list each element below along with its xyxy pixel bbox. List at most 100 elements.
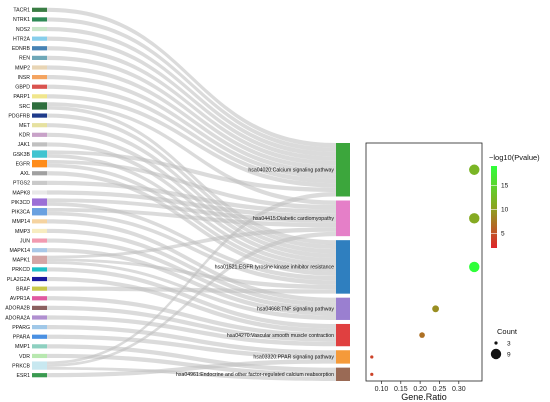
gene-node-insr xyxy=(32,75,47,80)
sankey-link-6 xyxy=(47,65,336,175)
gene-node-kdr xyxy=(32,132,47,137)
x-tick-label-4: 0.30 xyxy=(452,386,466,393)
sankey-link-32 xyxy=(47,286,336,294)
pathway-label-2: hsa01521:EGFR tyrosine kinase inhibitor … xyxy=(215,265,334,271)
size-legend-label-0: 3 xyxy=(507,340,511,347)
gene-label-braf: BRAF xyxy=(16,286,30,292)
size-legend-label-1: 9 xyxy=(507,351,511,358)
sankey-link-43 xyxy=(47,359,336,378)
pathway-label-6: hsa04961:Endocrine and other factor-regu… xyxy=(176,372,334,378)
gene-node-parp1 xyxy=(32,94,47,99)
gene-label-ren: REN xyxy=(19,56,30,62)
gene-node-met xyxy=(32,123,47,128)
pathway-node-1 xyxy=(336,200,350,237)
gene-label-pik3cd: PIK3CD xyxy=(11,200,30,206)
gene-node-ren xyxy=(32,55,47,60)
sankey-link-0 xyxy=(47,7,336,148)
sankey-link-17 xyxy=(47,171,336,276)
gene-node-pik3ca xyxy=(32,208,47,216)
gene-label-pdgfrb: PDGFRB xyxy=(8,113,30,119)
gene-label-mapk8: MAPK8 xyxy=(12,190,30,196)
gene-node-ppara xyxy=(32,334,47,339)
sankey-link-10 xyxy=(47,105,336,245)
gene-label-ntrk1: NTRK1 xyxy=(13,17,30,23)
pathway-nodes xyxy=(336,143,350,381)
color-tick-label-2: 15 xyxy=(501,182,509,189)
dot-pathway-1 xyxy=(469,213,480,224)
sankey-link-47 xyxy=(47,150,336,193)
gene-label-ednrb: EDNRB xyxy=(12,46,31,52)
sankey-link-25 xyxy=(47,228,336,307)
gene-label-nos2: NOS2 xyxy=(16,27,30,33)
gene-node-htr2a xyxy=(32,36,47,41)
x-tick-label-2: 0.20 xyxy=(413,386,427,393)
gene-label-pla2g2a: PLA2G2A xyxy=(7,277,31,283)
dot-pathway-5 xyxy=(370,355,374,359)
sankey-link-42 xyxy=(47,366,336,381)
sankey-link-11 xyxy=(47,113,336,250)
pathway-node-0 xyxy=(336,143,350,197)
sankey-link-46 xyxy=(47,227,336,259)
gene-label-met: MET xyxy=(19,123,31,129)
gene-node-nos2 xyxy=(32,26,47,32)
sankey-link-40 xyxy=(47,231,336,367)
gene-node-mmp3 xyxy=(32,228,47,234)
color-legend-title: −log10(Pvalue) xyxy=(489,153,540,162)
sankey-links xyxy=(47,7,336,381)
gene-label-vdr: VDR xyxy=(19,354,30,360)
gene-label-adora2a: ADORA2A xyxy=(5,315,30,321)
pathway-node-5 xyxy=(336,350,350,364)
gene-label-adora2b: ADORA2B xyxy=(5,306,30,312)
pathway-labels: hsa04020:Calcium signaling pathwayhsa044… xyxy=(176,168,334,379)
gene-node-avpr1a xyxy=(32,296,47,301)
pathway-label-1: hsa04415:Diabetic cardiomyopathy xyxy=(253,216,334,222)
gene-node-ntrk1 xyxy=(32,17,47,22)
sankey-link-1 xyxy=(47,17,336,152)
gene-label-pparg: PPARG xyxy=(12,325,30,331)
pathway-node-3 xyxy=(336,297,350,320)
gene-label-axl: AXL xyxy=(20,171,30,177)
sankey-link-45 xyxy=(47,102,336,205)
gene-node-pdgfrb xyxy=(32,113,47,118)
gene-nodes xyxy=(32,7,47,378)
gene-label-ptgs2: PTGS2 xyxy=(13,181,30,187)
sankey-link-9 xyxy=(47,94,336,188)
gene-label-jak1: JAK1 xyxy=(18,142,31,148)
gene-label-mmp2: MMP2 xyxy=(15,65,30,71)
sankey-link-5 xyxy=(47,55,336,170)
gene-node-adora2b xyxy=(32,305,47,310)
gene-node-adora2a xyxy=(32,315,47,320)
gene-node-mmp2 xyxy=(32,65,47,70)
gene-node-egfr xyxy=(32,159,47,168)
gene-label-insr: INSR xyxy=(18,75,31,81)
sankey-link-21 xyxy=(47,202,336,281)
gene-node-src xyxy=(32,102,47,110)
gene-label-mmp1: MMP1 xyxy=(15,344,30,350)
gene-node-prkcb xyxy=(32,361,47,370)
gene-label-prkcb: PRKCB xyxy=(12,363,30,369)
gene-node-axl xyxy=(32,171,47,176)
pathway-node-6 xyxy=(336,367,350,381)
gene-label-htr2a: HTR2A xyxy=(13,36,31,42)
gene-node-ednrb xyxy=(32,46,47,51)
pathway-node-2 xyxy=(336,240,350,294)
dot-pathway-0 xyxy=(469,164,480,175)
sankey-link-3 xyxy=(47,36,336,161)
gene-label-mapk1: MAPK1 xyxy=(12,258,30,264)
gene-node-tacr1 xyxy=(32,7,47,12)
gene-label-jun: JUN xyxy=(20,238,30,244)
gene-node-pparg xyxy=(32,325,47,330)
sankey-link-8 xyxy=(47,84,336,184)
gene-label-gbpd: GBPD xyxy=(15,85,30,91)
sankey-link-39 xyxy=(47,353,336,377)
x-axis-title: Gene.Ratio xyxy=(401,392,447,402)
gene-node-gsk3b xyxy=(32,150,47,158)
sankey-link-31 xyxy=(47,276,336,333)
gene-labels: TACR1NTRK1NOS2HTR2AEDNRBRENMMP2INSRGBPDP… xyxy=(5,8,31,379)
gene-node-mmp1 xyxy=(32,344,47,349)
gene-label-src: SRC xyxy=(19,104,30,110)
sankey-link-37 xyxy=(47,334,336,360)
sankey-link-20 xyxy=(47,198,336,223)
dotplot-panel xyxy=(365,142,483,382)
